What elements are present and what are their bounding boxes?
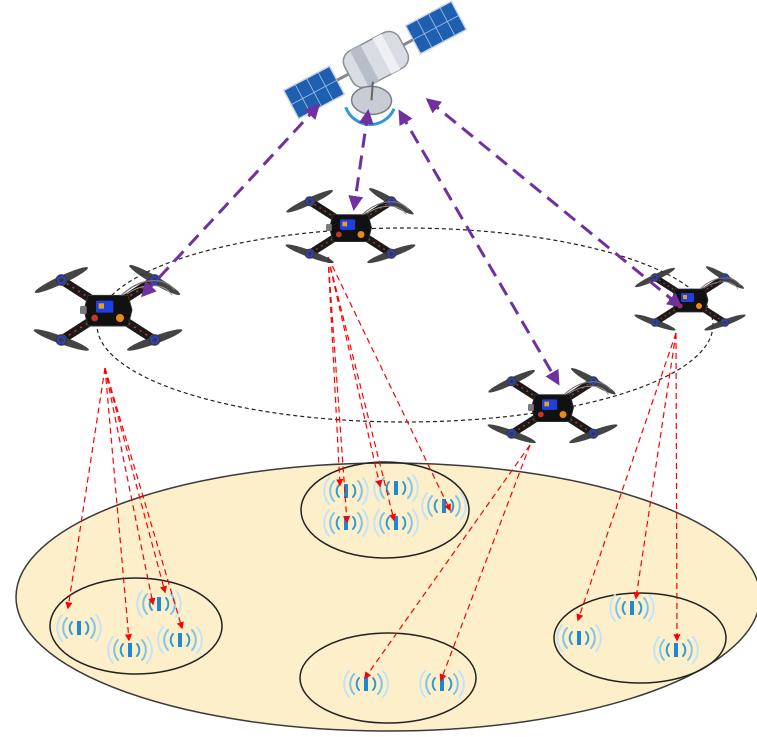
ground-link (327, 256, 344, 487)
ground-link (576, 332, 677, 622)
satellite-icon (282, 0, 468, 126)
uav-2 (284, 185, 416, 265)
satellite-link (425, 98, 683, 308)
ground-link (633, 332, 677, 600)
ground-link (327, 256, 351, 524)
satellite-link (348, 109, 374, 211)
uav-3 (633, 264, 746, 333)
ground-area (15, 462, 757, 732)
satellite-link (398, 109, 560, 386)
ground-link (65, 367, 106, 610)
satellite-link (140, 103, 321, 298)
uav-4 (486, 365, 618, 445)
ground-link (104, 367, 133, 642)
cluster-top (300, 461, 470, 559)
uav-ground-links (65, 256, 681, 682)
ground-link (104, 367, 167, 594)
ground-link (104, 367, 156, 606)
ground-link (327, 256, 397, 522)
ground-link (327, 256, 451, 512)
ground-link (673, 332, 681, 642)
ground-link (439, 444, 531, 682)
ground-link (104, 367, 184, 630)
satellite-uav-links (140, 98, 683, 386)
cluster-left (49, 577, 223, 675)
cluster-bottom (299, 632, 477, 724)
ground-link (364, 444, 531, 680)
ground-link (327, 256, 383, 488)
